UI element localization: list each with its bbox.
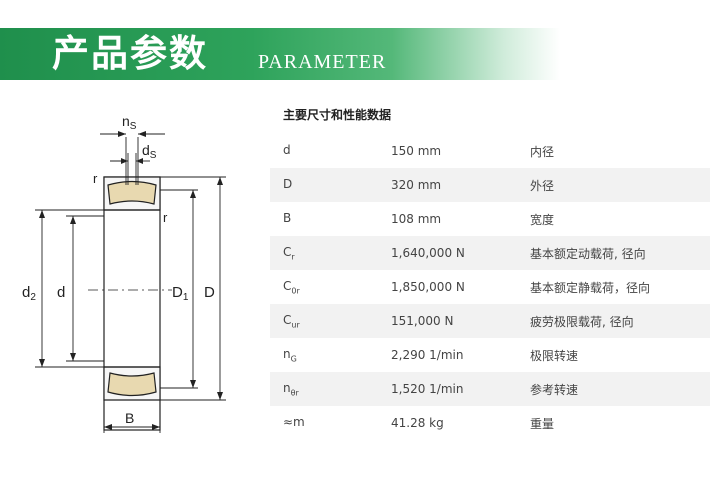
D-arrow-top (217, 177, 223, 185)
table-row: d 150 mm 内径 (270, 134, 710, 168)
row-symbol: nθr (283, 380, 299, 398)
d2-arrow-top (39, 210, 45, 218)
row-value: 2,290 1/min (391, 348, 464, 362)
row-description: 外径 (530, 178, 555, 193)
r-side-label: r (163, 210, 168, 225)
d2-label: d2 (22, 284, 36, 303)
table-row: B 108 mm 宽度 (270, 202, 710, 236)
d-arrow-bottom (70, 353, 76, 361)
d-arrow-top (70, 216, 76, 224)
table-title: 主要尺寸和性能数据 (283, 108, 392, 122)
row-value: 151,000 N (391, 314, 454, 328)
row-description: 内径 (530, 144, 555, 159)
d2-arrow-bottom (39, 359, 45, 367)
header-banner: 产品参数 PARAMETER (0, 28, 560, 80)
upper-roller (107, 180, 157, 205)
row-symbol: D (283, 176, 293, 191)
row-description: 重量 (530, 416, 555, 431)
table-row: Cur 151,000 N 疲劳极限载荷, 径向 (270, 304, 710, 338)
D-label: D (204, 284, 215, 301)
row-description: 极限转速 (530, 348, 579, 363)
table-row: Cr 1,640,000 N 基本额定动载荷, 径向 (270, 236, 710, 270)
banner-title: 产品参数 (52, 32, 208, 75)
banner-subtitle: PARAMETER (258, 51, 387, 73)
row-value: 320 mm (391, 178, 442, 192)
ns-arrow-right (138, 131, 146, 137)
D-arrow-bottom (217, 392, 223, 400)
ns-arrow-left (118, 131, 126, 137)
table-row: nθr 1,520 1/min 参考转速 (270, 372, 710, 406)
row-description: 疲劳极限载荷, 径向 (530, 314, 634, 329)
ds-arrow-right (136, 158, 143, 164)
B-label: B (125, 410, 134, 426)
table-row: C0r 1,850,000 N 基本额定静载荷，径向 (270, 270, 710, 304)
row-description: 基本额定动载荷, 径向 (530, 246, 646, 261)
row-description: 参考转速 (530, 382, 579, 397)
row-description: 宽度 (530, 212, 555, 227)
table-row: ≈m 41.28 kg 重量 (270, 406, 710, 440)
ds-arrow-left (121, 158, 128, 164)
D1-label: D1 (172, 284, 189, 303)
row-value: 41.28 kg (391, 416, 444, 430)
row-symbol: ≈m (283, 414, 305, 429)
D1-arrow-bottom (190, 380, 196, 388)
row-symbol: Cr (283, 244, 295, 262)
row-symbol: Cur (283, 312, 300, 330)
B-arrow-right (152, 424, 160, 430)
row-value: 1,520 1/min (391, 382, 464, 396)
bearing-diagram: nS dS r r d2 d D1 D B (22, 113, 226, 433)
ns-label: nS (122, 113, 137, 132)
ds-label: dS (142, 142, 157, 161)
table-row: nG 2,290 1/min 极限转速 (270, 338, 710, 372)
row-value: 108 mm (391, 212, 442, 226)
row-value: 150 mm (391, 144, 442, 158)
table-row: D 320 mm 外径 (270, 168, 710, 202)
row-symbol: C0r (283, 278, 300, 296)
row-symbol: d (283, 142, 291, 157)
spec-table: d 150 mm 内径 D 320 mm 外径 B 108 mm 宽度 Cr 1… (270, 134, 710, 440)
row-symbol: nG (283, 346, 297, 364)
row-description: 基本额定静载荷，径向 (530, 280, 651, 295)
D1-arrow-top (190, 190, 196, 198)
d-label: d (57, 284, 65, 301)
B-arrow-left (104, 424, 112, 430)
row-value: 1,850,000 N (391, 280, 465, 294)
r-top-label: r (93, 171, 98, 186)
row-value: 1,640,000 N (391, 246, 465, 260)
row-symbol: B (283, 210, 292, 225)
lower-roller (107, 372, 157, 397)
